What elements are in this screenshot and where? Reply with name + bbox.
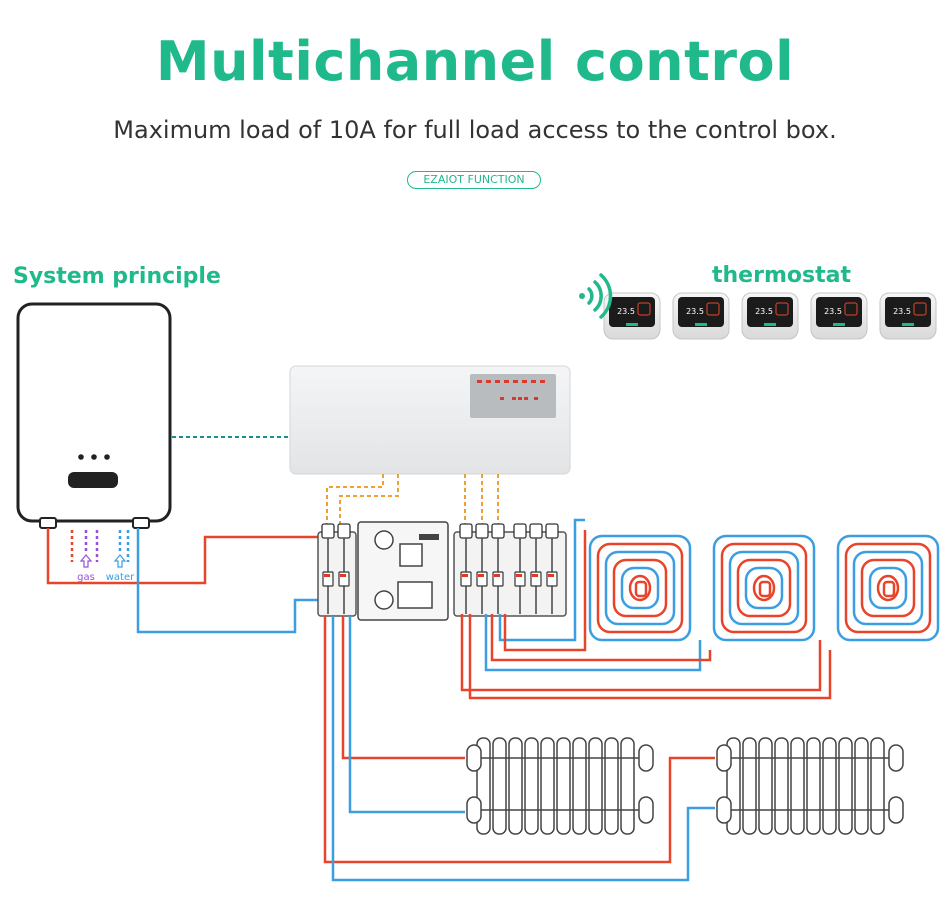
thermostat-label: thermostat: [712, 263, 851, 288]
status-led: [486, 380, 491, 383]
radiator-fin: [870, 737, 885, 835]
status-led: [504, 380, 509, 383]
thermostat-reading: 23.5: [893, 307, 911, 316]
status-led: [534, 397, 538, 400]
status-led: [540, 380, 545, 383]
status-led: [522, 380, 527, 383]
thermostat-reading: 23.5: [617, 307, 635, 316]
radiator-fin: [508, 737, 523, 835]
floor-heating-loop: [836, 534, 940, 642]
status-led: [500, 397, 504, 400]
radiator-fin: [556, 737, 571, 835]
thermostat-screen: [816, 297, 862, 327]
pump-icon: [399, 543, 423, 567]
thermostat-device: 23.5: [672, 292, 730, 340]
status-led: [512, 397, 516, 400]
led-row: [477, 380, 545, 400]
control-panel: [470, 374, 556, 418]
boiler: [16, 302, 172, 529]
radiator-fin: [822, 737, 837, 835]
status-led: [531, 380, 536, 383]
thermostat-reading: 23.5: [686, 307, 704, 316]
signal-wires: [326, 474, 499, 530]
status-led: [524, 397, 528, 400]
thermostat-device: 23.5: [741, 292, 799, 340]
valve-actuator: [513, 523, 527, 539]
manifold: [317, 521, 567, 621]
radiator-fin: [774, 737, 789, 835]
radiator-fin: [854, 737, 869, 835]
radiator-fin: [790, 737, 805, 835]
thermostat-screen: [609, 297, 655, 327]
radiator-fin: [588, 737, 603, 835]
valve-actuator: [321, 523, 335, 539]
status-led: [513, 380, 518, 383]
floor-heating-loop: [588, 534, 692, 642]
radiator-fin: [806, 737, 821, 835]
radiator: [466, 737, 654, 835]
thermostat-screen: [885, 297, 931, 327]
radiator-fin: [620, 737, 635, 835]
water-arrow-icon: [113, 554, 127, 568]
control-box: [289, 365, 571, 475]
thermostat-screen: [678, 297, 724, 327]
radiator-fin: [742, 737, 757, 835]
radiator-fin: [572, 737, 587, 835]
gas-label: gas: [77, 572, 95, 583]
page-title: Multichannel control: [155, 30, 795, 93]
boiler-indicator-dot: [78, 454, 84, 460]
thermostat-device: 23.5: [810, 292, 868, 340]
page-subtitle: Maximum load of 10A for full load access…: [113, 116, 837, 144]
radiator-fin: [758, 737, 773, 835]
valve-actuator: [475, 523, 489, 539]
valve-actuator: [545, 523, 559, 539]
system-principle-label: System principle: [13, 264, 221, 289]
thermostat-group: 23.5 23.5 23.5 23.5 23.5: [603, 292, 937, 340]
function-badge: EZAIOT FUNCTION: [407, 171, 541, 189]
floor-heating-loops: [460, 518, 832, 700]
boiler-indicator-dot: [104, 454, 110, 460]
radiator-fin: [604, 737, 619, 835]
valve-actuator: [491, 523, 505, 539]
status-led: [477, 380, 482, 383]
valve-actuator: [337, 523, 351, 539]
floor-heating-loop: [712, 534, 816, 642]
thermostat-reading: 23.5: [755, 307, 773, 316]
boiler-indicator-dot: [91, 454, 97, 460]
status-led: [495, 380, 500, 383]
radiators: [466, 737, 904, 835]
thermostat-reading: 23.5: [824, 307, 842, 316]
thermostat-device: 23.5: [603, 292, 661, 340]
status-led: [518, 397, 522, 400]
radiator-fin: [492, 737, 507, 835]
radiator-fin: [524, 737, 539, 835]
radiator-fin: [540, 737, 555, 835]
water-label: water: [106, 572, 135, 583]
gas-arrow-icon: [79, 554, 93, 568]
boiler-display: [68, 472, 118, 488]
radiator-fin: [838, 737, 853, 835]
radiator: [716, 737, 904, 835]
valve-actuator: [459, 523, 473, 539]
valve-actuator: [529, 523, 543, 539]
thermostat-screen: [747, 297, 793, 327]
wifi-icon: [579, 273, 613, 319]
thermostat-device: 23.5: [879, 292, 937, 340]
radiator-pipes: [323, 616, 715, 882]
